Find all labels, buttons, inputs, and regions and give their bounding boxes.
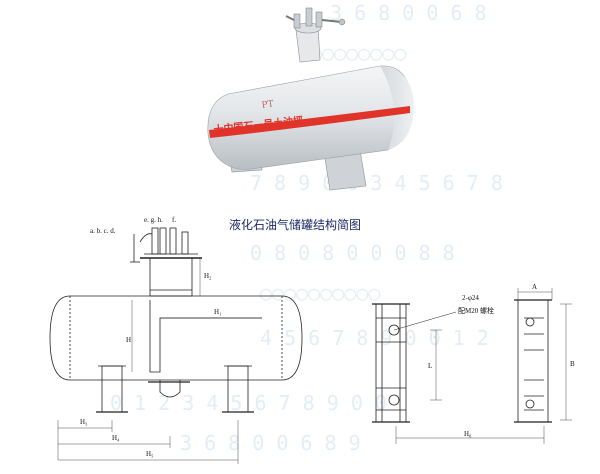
nozzle-label-left: a. b. c. d. xyxy=(90,227,116,235)
svg-text:0 1 2 3 4 5 6 7 8 9 0 0: 0 1 2 3 4 5 6 7 8 9 0 0 xyxy=(110,391,387,415)
dim-label-nozzle-height: H₂ xyxy=(204,272,212,280)
dim-label-bottom-3: H₅ xyxy=(146,450,154,458)
valve-icon xyxy=(285,7,346,29)
svg-text:○○○○○○○○○○: ○○○○○○○○○○ xyxy=(260,281,380,305)
diagram-title: 液化石油气储罐结构简图 xyxy=(229,217,361,232)
dim-label-top-length: H₁ xyxy=(214,308,222,316)
bolt-note-holes: 2-φ24 xyxy=(462,294,479,302)
dim-label-bottom-1: H₃ xyxy=(80,418,88,426)
svg-text:4 5 6 7 8 9 0 0 1 2: 4 5 6 7 8 9 0 0 1 2 xyxy=(260,326,489,350)
background-pattern: 3 6 8 0 0 6 8 ○○○○○○○○ 7 8 9 0 0 3 4 5 6… xyxy=(110,1,503,455)
svg-text:0 8 0 8 0 0 0 8 8: 0 8 0 8 0 0 0 8 8 xyxy=(250,241,455,265)
support-detail-drawing xyxy=(372,288,572,444)
svg-text:7 8 9 0 0 3 4 5 6 7 8: 7 8 9 0 0 3 4 5 6 7 8 xyxy=(250,171,503,195)
tank-top-marking: PT xyxy=(261,99,274,111)
dim-label-support-width: A xyxy=(532,283,537,291)
bolt-note-bolts: 配M20 螺栓 xyxy=(458,306,494,315)
svg-text:3 6 8 0 0 6 8: 3 6 8 0 0 6 8 xyxy=(330,1,487,25)
nozzle-label-right: f. xyxy=(172,216,176,224)
vessel-drawing xyxy=(49,227,303,464)
svg-text:○○○○○○○○: ○○○○○○○○ xyxy=(310,41,406,65)
dim-label-support-base: H₆ xyxy=(464,430,472,438)
dim-label-bolt-spacing: L xyxy=(428,362,432,370)
dim-label-bottom-2: H₄ xyxy=(112,434,120,442)
svg-text:3 6 8 0 0 6 8 9: 3 6 8 0 0 6 8 9 xyxy=(180,431,361,455)
dim-label-vessel-height: H xyxy=(126,336,131,344)
nozzle-label-middle: e. g. h. xyxy=(144,216,163,224)
tank-photo: 十中国石一号土油坪 PT xyxy=(207,7,414,191)
dim-label-support-height: B xyxy=(570,360,575,368)
